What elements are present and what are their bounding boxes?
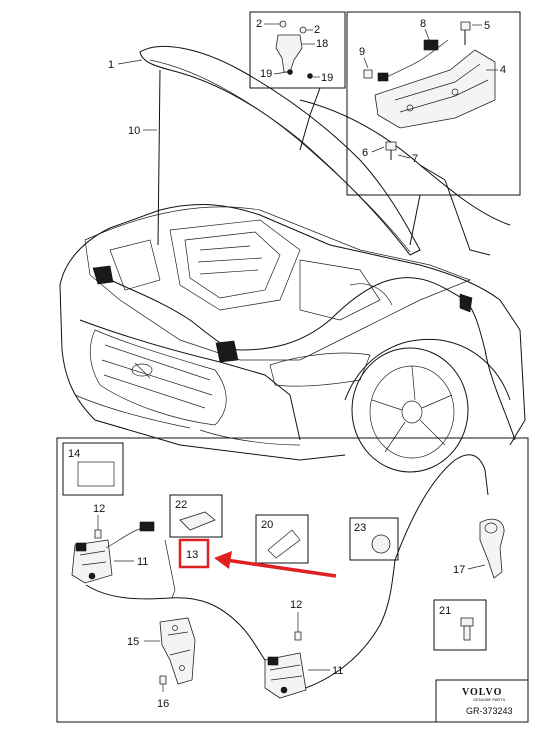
part-21: 21 [433, 599, 487, 651]
callout-6: 6 [362, 147, 368, 159]
callout-22: 22 [175, 499, 187, 511]
callout-16: 16 [157, 698, 169, 710]
bracket-15: 15 16 [127, 617, 196, 710]
callout-19b: 19 [321, 72, 333, 84]
callout-5: 5 [484, 20, 490, 32]
parts-box: 14 22 20 23 13 [56, 437, 529, 723]
red-arrow [214, 551, 337, 578]
callout-11b: 11 [332, 665, 343, 677]
callout-14: 14 [68, 448, 80, 460]
part-20: 20 [255, 514, 309, 564]
hood-lock-right: 12 11 [264, 599, 343, 699]
callout-4: 4 [500, 64, 506, 76]
callout-20: 20 [261, 519, 273, 531]
part-13-highlight[interactable]: 13 [178, 538, 210, 569]
callout-13: 13 [186, 549, 198, 561]
hood-lock-right-car [215, 340, 239, 363]
car-illustration [59, 46, 526, 473]
volvo-logo: VOLVO [462, 687, 502, 698]
front-wheel [344, 338, 511, 473]
release-handle-17: 17 [453, 518, 505, 579]
volvo-tagline: GENUINE PARTS [473, 697, 506, 702]
hood-lock-left: 12 11 [71, 503, 155, 584]
callout-10: 10 [128, 125, 140, 137]
part-13-highlight-box[interactable] [178, 538, 210, 569]
part-23: 23 [349, 517, 399, 561]
callout-23: 23 [354, 522, 366, 534]
hood-stay-rod [157, 69, 161, 246]
callout-9: 9 [359, 46, 365, 58]
diagram-reference-code: GR-373243 [466, 706, 513, 716]
hood-striker [275, 34, 303, 73]
callout-8: 8 [420, 18, 426, 30]
hinge-connector [423, 39, 439, 51]
callout-11a: 11 [137, 556, 148, 568]
striker-detail-box: 2 2 18 19 19 [249, 11, 346, 151]
callout-21: 21 [439, 605, 451, 617]
hinge-detail-box: 8 5 9 4 6 7 [346, 11, 521, 246]
engine-bay [84, 206, 516, 441]
hood-lock-left-car [92, 265, 114, 285]
callout-2b: 2 [314, 24, 320, 36]
callout-12a: 12 [93, 503, 105, 515]
volvo-badge [131, 363, 153, 377]
hood-hinge [374, 49, 496, 129]
callout-2a: 2 [256, 18, 262, 30]
callout-1: 1 [108, 59, 114, 71]
callout-19a: 19 [260, 68, 272, 80]
volvo-logo-box: VOLVO GENUINE PARTS GR-373243 [435, 679, 529, 723]
callout-18: 18 [316, 38, 328, 50]
callout-12b: 12 [290, 599, 302, 611]
callout-7: 7 [412, 153, 418, 165]
callout-17: 17 [453, 564, 465, 576]
callout-15: 15 [127, 636, 139, 648]
part-22: 22 [169, 494, 223, 538]
part-14: 14 [62, 442, 124, 496]
